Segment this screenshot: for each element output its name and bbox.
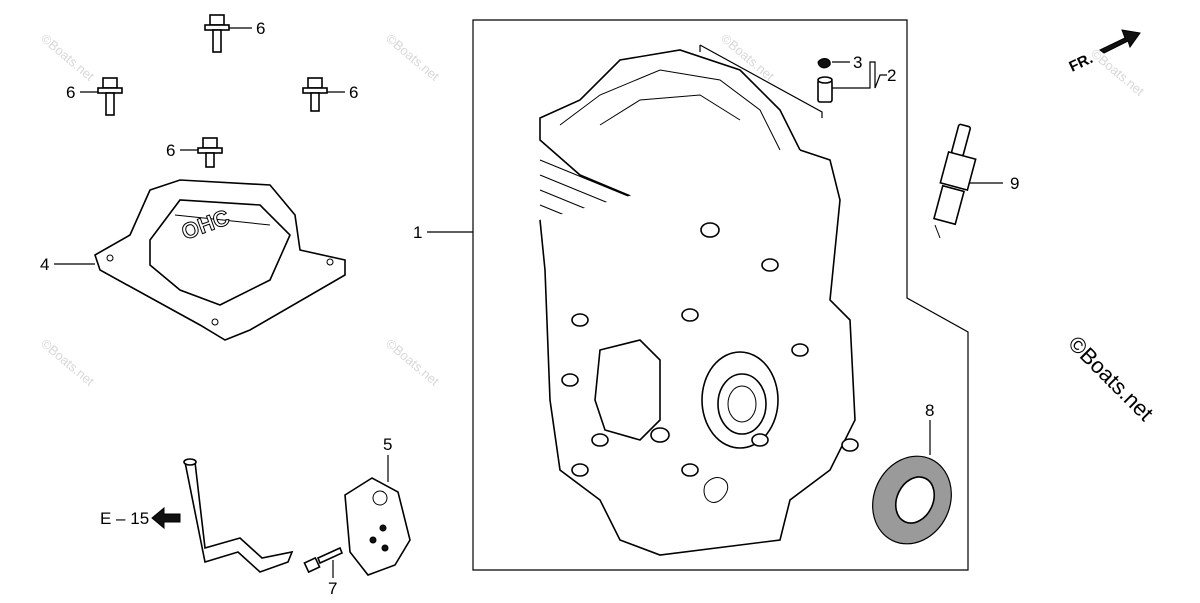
callout-4: 4 (40, 255, 49, 274)
left-arrow-icon (151, 506, 181, 530)
callout-2: 2 (887, 66, 896, 85)
callout-7: 7 (328, 579, 337, 598)
watermark: ©Boats.net (383, 31, 442, 84)
callout-5: 5 (383, 435, 392, 454)
flange-bolt (302, 77, 328, 112)
callout-3: 3 (853, 53, 862, 72)
watermark: ©Boats.net (38, 31, 97, 84)
callout-6: 6 (66, 83, 75, 102)
cylinder-barrel-crankcase (539, 49, 859, 556)
spark-plug (932, 123, 977, 239)
assembly-outline-box (472, 19, 969, 571)
watermark: ©Boats.net (383, 336, 442, 389)
callout-6: 6 (166, 141, 175, 160)
small-bolt (303, 546, 344, 574)
callout-9: 9 (1010, 174, 1019, 193)
reference-label: E – 15 (100, 509, 149, 528)
oil-seal (872, 455, 952, 545)
flange-bolt (197, 137, 223, 168)
callout-6: 6 (256, 19, 265, 38)
callout-1: 1 (413, 223, 422, 242)
assembly-outline-subbox (699, 44, 823, 118)
callout-8: 8 (925, 401, 934, 420)
front-arrow-icon (1099, 29, 1141, 54)
flange-bolt (97, 77, 123, 116)
breather-tube (183, 458, 294, 573)
watermark: ©Boats.net (1088, 46, 1147, 99)
leader-lines (54, 27, 1003, 578)
callout-6: 6 (349, 83, 358, 102)
head-cover: OHC (94, 179, 346, 341)
reference-arrow: E – 15 (100, 506, 181, 530)
flange-bolt (204, 14, 230, 53)
breather-plate (344, 477, 411, 576)
watermark: ©Boats.net (38, 336, 97, 389)
valve-guide (817, 57, 833, 103)
corner-watermark: ©Boats.net (1063, 331, 1158, 426)
